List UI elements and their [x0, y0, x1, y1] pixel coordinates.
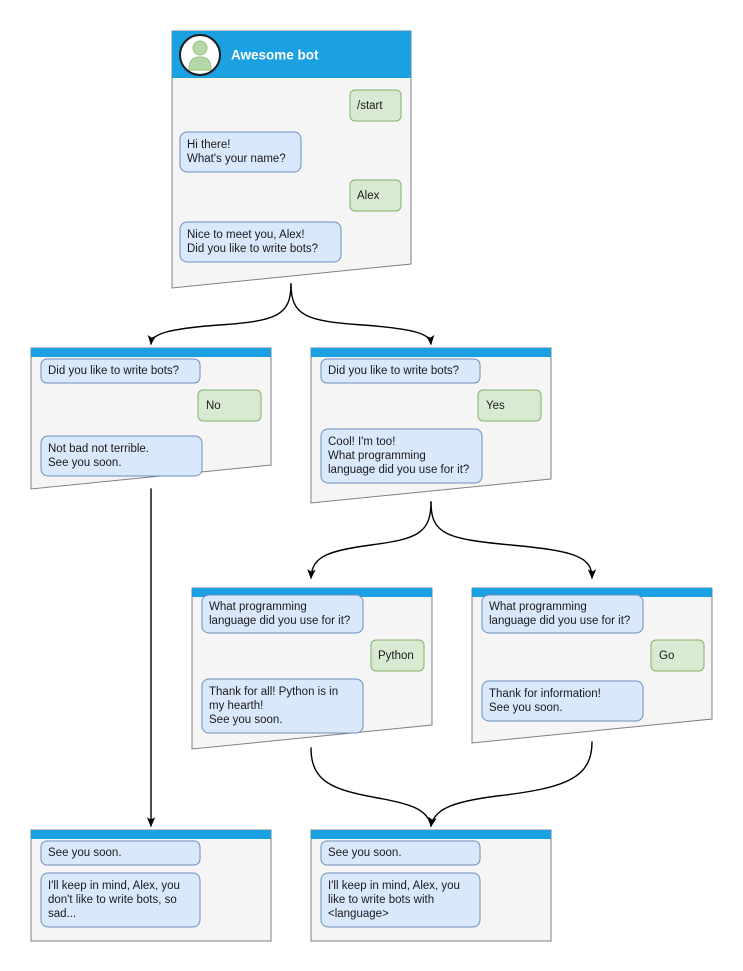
node-end-sad[interactable]: See you soon. I'll keep in mind, Alex, y… — [30, 829, 272, 942]
svg-text:Go: Go — [659, 650, 674, 662]
message-bubble-bot: Thank for all! Python is in my hearth! S… — [201, 678, 364, 734]
message-bubble-bot: I'll keep in mind, Alex, you like to wri… — [320, 872, 481, 928]
node-root-header — [172, 31, 411, 78]
edge-python-to-end-happy — [310, 747, 432, 827]
svg-text:Thank for all! Python is in: Thank for all! Python is in — [209, 686, 338, 698]
svg-text:Did you like to write bots?: Did you like to write bots? — [48, 365, 179, 377]
edge-yes-to-go — [430, 501, 597, 580]
svg-text:What programming: What programming — [209, 601, 307, 613]
node-header — [31, 830, 271, 839]
node-did-you-like-yes[interactable]: Did you like to write bots? Yes Cool! I'… — [310, 347, 552, 504]
node-language-python[interactable]: What programming language did you use fo… — [191, 587, 433, 750]
svg-text:/start: /start — [357, 100, 383, 112]
svg-text:No: No — [206, 400, 221, 412]
svg-text:Nice to meet you, Alex!: Nice to meet you, Alex! — [187, 229, 305, 241]
svg-text:See you soon.: See you soon. — [328, 847, 402, 859]
svg-text:Thank for information!: Thank for information! — [489, 688, 601, 700]
message-bubble-user: Alex — [349, 179, 402, 212]
svg-text:Yes: Yes — [486, 400, 505, 412]
edge-root-to-no — [147, 283, 292, 346]
svg-text:Hi there!: Hi there! — [187, 139, 230, 151]
message-bubble-bot: See you soon. — [320, 840, 481, 866]
svg-text:Python: Python — [378, 650, 414, 662]
svg-text:What programming: What programming — [328, 450, 426, 462]
svg-text:I'll keep in mind, Alex, you: I'll keep in mind, Alex, you — [328, 880, 460, 892]
svg-text:See you soon.: See you soon. — [48, 847, 122, 859]
svg-text:See you soon.: See you soon. — [209, 714, 283, 726]
svg-text:Cool! I'm too!: Cool! I'm too! — [328, 436, 395, 448]
person-avatar-icon — [179, 34, 221, 76]
message-bubble-bot: Did you like to write bots? — [320, 358, 481, 384]
svg-text:Did you like to write bots?: Did you like to write bots? — [328, 365, 459, 377]
svg-text:my hearth!: my hearth! — [209, 700, 263, 712]
message-bubble-bot: Hi there! What's your name? — [179, 131, 302, 173]
node-header — [31, 348, 271, 357]
node-language-go[interactable]: What programming language did you use fo… — [471, 587, 713, 744]
node-header — [311, 348, 551, 357]
svg-text:I'll keep in mind, Alex, you: I'll keep in mind, Alex, you — [48, 880, 180, 892]
edge-group — [146, 283, 597, 828]
edge-yes-to-python — [307, 501, 432, 580]
svg-text:What's your name?: What's your name? — [187, 153, 286, 165]
svg-text:<language>: <language> — [328, 908, 389, 920]
svg-text:Not bad not terrible.: Not bad not terrible. — [48, 443, 149, 455]
node-end-happy[interactable]: See you soon. I'll keep in mind, Alex, y… — [310, 829, 552, 942]
svg-text:What programming: What programming — [489, 601, 587, 613]
edge-root-to-yes — [290, 283, 435, 346]
message-bubble-bot: See you soon. — [40, 840, 201, 866]
svg-text:don't like to write bots, so: don't like to write bots, so — [48, 894, 177, 906]
svg-text:See you soon.: See you soon. — [489, 702, 563, 714]
bot-title: Awesome bot — [231, 48, 319, 63]
svg-text:sad...: sad... — [48, 908, 76, 920]
message-bubble-bot: Nice to meet you, Alex! Did you like to … — [179, 221, 342, 263]
node-header — [311, 830, 551, 839]
svg-text:Did you like to write bots?: Did you like to write bots? — [187, 243, 318, 255]
message-bubble-bot: Not bad not terrible. See you soon. — [40, 435, 203, 477]
message-bubble-user: /start — [349, 89, 402, 122]
node-did-you-like-no[interactable]: Did you like to write bots? No Not bad n… — [30, 347, 272, 490]
message-bubble-bot: Cool! I'm too! What programming language… — [320, 428, 483, 484]
svg-text:language did you use for it?: language did you use for it? — [328, 464, 469, 476]
message-bubble-bot: Thank for information! See you soon. — [481, 680, 644, 722]
node-root[interactable]: Awesome bot /start Hi there! What's your… — [171, 30, 412, 289]
message-bubble-bot: I'll keep in mind, Alex, you don't like … — [40, 872, 201, 928]
edge-go-to-end-happy — [428, 741, 593, 828]
svg-text:See you soon.: See you soon. — [48, 457, 122, 469]
message-bubble-user: No — [197, 389, 262, 422]
message-bubble-user: Go — [650, 639, 705, 672]
svg-text:language did you use for it?: language did you use for it? — [489, 615, 630, 627]
svg-text:Alex: Alex — [357, 190, 380, 202]
svg-text:language did you use for it?: language did you use for it? — [209, 615, 350, 627]
message-bubble-bot: Did you like to write bots? — [40, 358, 201, 384]
message-bubble-bot: What programming language did you use fo… — [201, 594, 364, 634]
message-bubble-bot: What programming language did you use fo… — [481, 594, 644, 634]
message-bubble-user: Python — [370, 639, 425, 672]
message-bubble-user: Yes — [477, 389, 542, 422]
svg-text:like to write bots with: like to write bots with — [328, 894, 434, 906]
